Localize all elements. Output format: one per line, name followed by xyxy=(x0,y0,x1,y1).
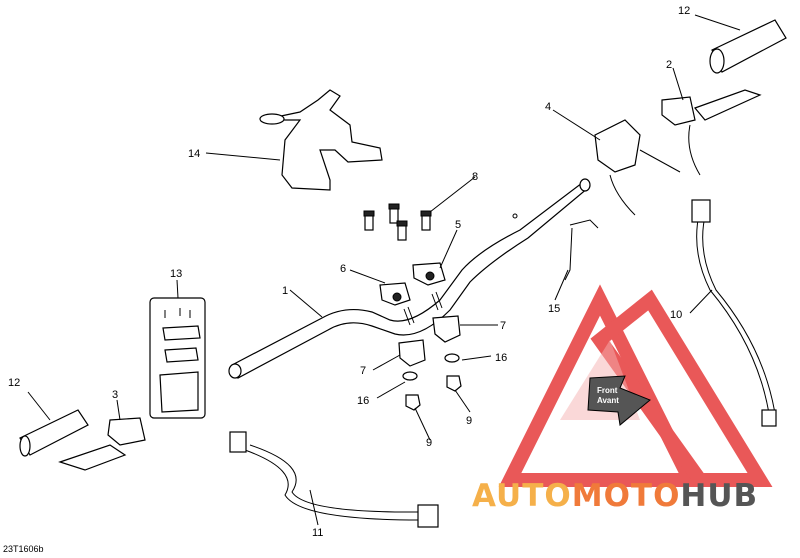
callout-15: 15 xyxy=(548,303,560,315)
callout-numbers: 1 2 3 4 5 6 7 7 8 9 9 10 11 12 12 13 14 … xyxy=(8,5,690,539)
leader-lines xyxy=(27,14,741,526)
right-grip xyxy=(709,19,787,74)
riser-clamps xyxy=(379,262,461,367)
callout-6: 6 xyxy=(340,263,346,275)
left-grip xyxy=(19,409,146,471)
callout-14: 14 xyxy=(188,148,200,160)
watermark-text: AUTOMOTOHUB xyxy=(472,478,758,514)
callout-11: 11 xyxy=(312,527,323,539)
reference-code: 23T1606b xyxy=(3,544,44,554)
watermark-part3: HUB xyxy=(680,478,759,514)
callout-12b: 12 xyxy=(678,5,690,17)
front-arrow-icon: Front Avant xyxy=(587,375,651,426)
callout-4: 4 xyxy=(545,101,551,113)
front-label-1: Front xyxy=(597,386,618,395)
callout-9b: 9 xyxy=(466,415,472,427)
callout-16a: 16 xyxy=(357,395,369,407)
callout-7b: 7 xyxy=(360,365,366,377)
callout-1: 1 xyxy=(282,285,288,297)
switch-housing xyxy=(149,297,206,419)
brake-cable xyxy=(229,431,439,528)
callout-5: 5 xyxy=(455,219,461,231)
watermark-part2: MOTO xyxy=(571,478,681,514)
handlebar-part xyxy=(228,178,591,379)
callout-13: 13 xyxy=(170,268,182,280)
callout-7a: 7 xyxy=(500,320,506,332)
callout-12a: 12 xyxy=(8,377,20,389)
washers-nuts xyxy=(402,353,462,411)
watermark-part1: AUTO xyxy=(472,478,572,514)
callout-9a: 9 xyxy=(426,437,432,449)
callout-8: 8 xyxy=(472,171,478,183)
brake-lever xyxy=(661,89,762,176)
front-label-2: Avant xyxy=(597,396,619,405)
callout-2: 2 xyxy=(666,59,672,71)
throttle-cable xyxy=(691,199,777,427)
support-bracket xyxy=(259,89,383,191)
wire-harness xyxy=(564,219,599,281)
throttle-housing xyxy=(594,119,681,216)
callout-16b: 16 xyxy=(495,352,507,364)
watermark-logo xyxy=(498,284,773,487)
callout-10: 10 xyxy=(670,309,682,321)
callout-3: 3 xyxy=(112,389,118,401)
bolts-part xyxy=(363,203,432,241)
